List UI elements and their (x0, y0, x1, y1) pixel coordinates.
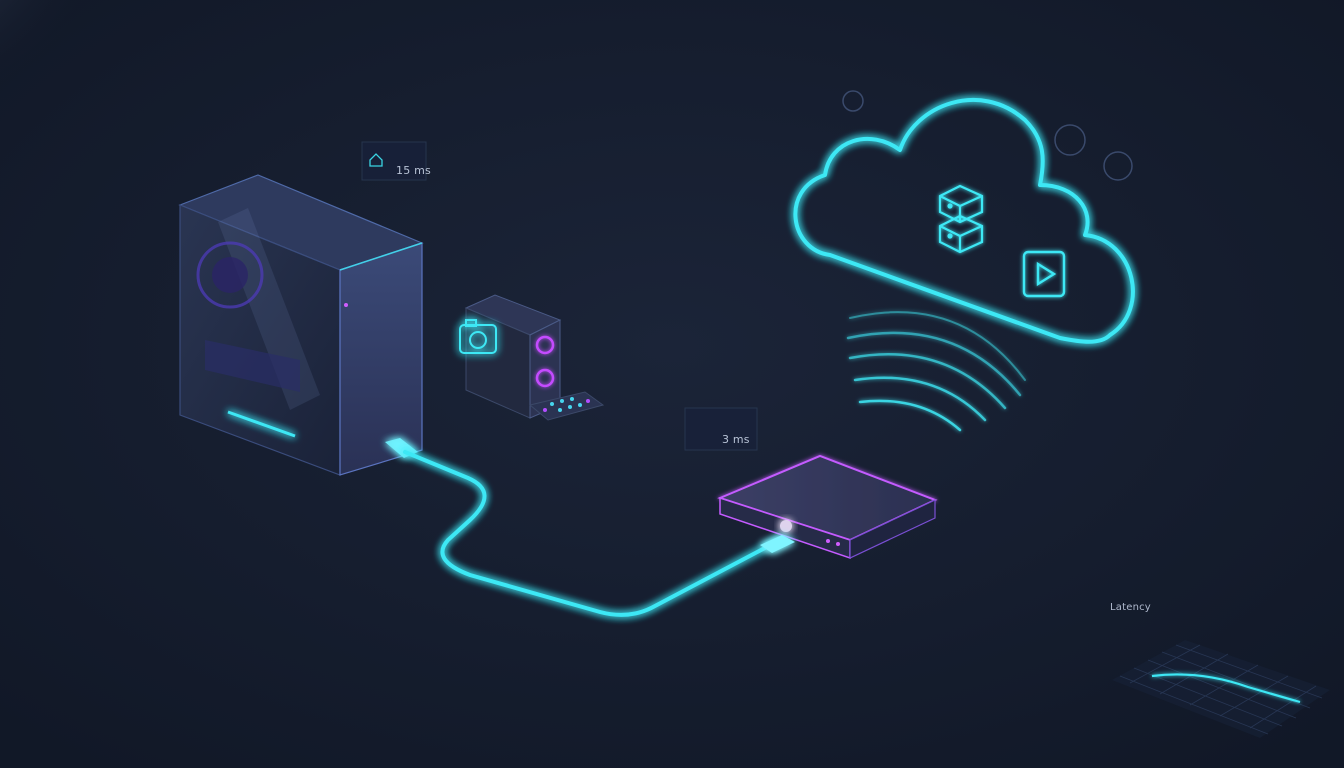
cloud-icon (793, 90, 1135, 344)
pc-latency-label: 15 ms (396, 164, 431, 177)
server-stack-icon (938, 184, 984, 254)
pc-latency-tag (361, 141, 427, 181)
latency-chart (1112, 640, 1330, 738)
pc-tower-icon (178, 174, 424, 476)
latency-line (1151, 673, 1301, 704)
wifi-signal-icon (846, 311, 1026, 432)
corner-light-glow (0, 0, 120, 120)
router-latency-tag (684, 407, 758, 451)
home-icon (369, 153, 383, 167)
play-icon (1022, 250, 1066, 298)
camera-glyph (459, 319, 497, 354)
latency-chart-title: Latency (1110, 602, 1151, 613)
ethernet-cable (403, 450, 782, 617)
camera-speaker-icon (459, 294, 605, 421)
router-icon (717, 359, 941, 560)
router-latency-label: 3 ms (722, 433, 750, 446)
